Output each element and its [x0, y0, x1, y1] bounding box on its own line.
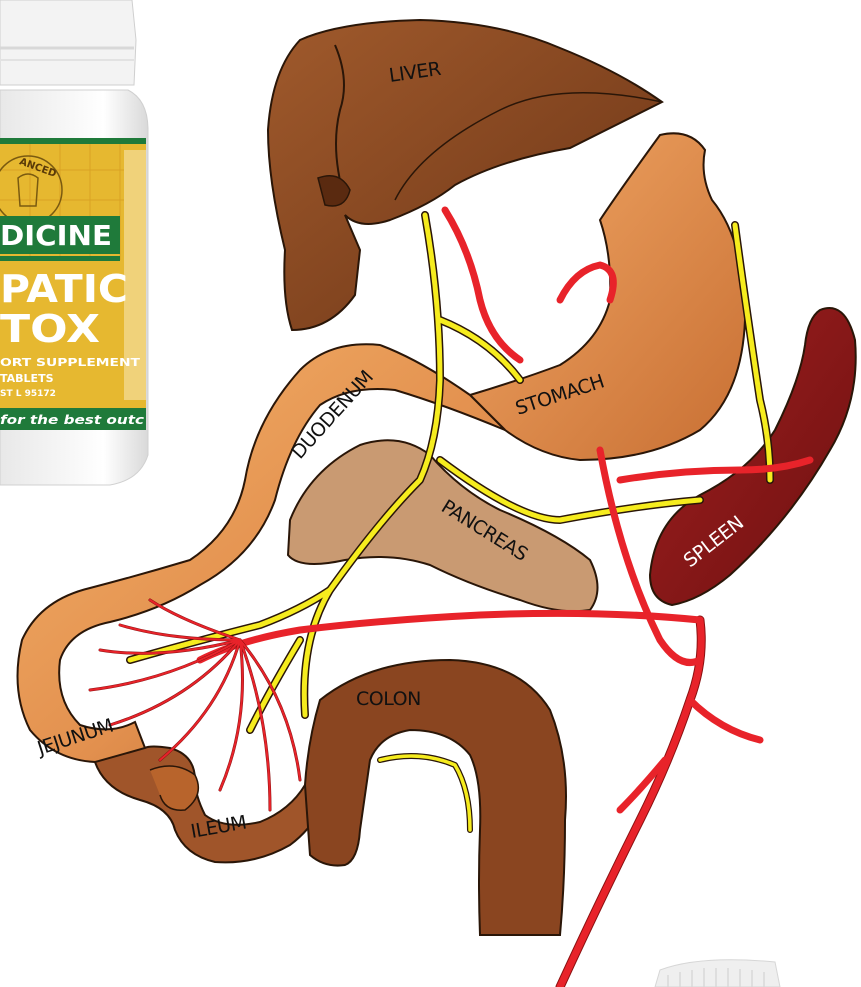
bottle-tagline: for the best outc: [0, 413, 144, 427]
ileum: [95, 747, 320, 863]
colon: [305, 660, 566, 935]
bottle-code: ST L 95172: [0, 389, 56, 399]
bottle-product-line2: TOX: [0, 307, 100, 351]
bottle-cap: [0, 0, 136, 85]
label-colon: COLON: [356, 688, 421, 710]
supplement-bottle: ANCED DICINE PATIC TOX ORT SUPPLEMENT TA…: [0, 0, 148, 485]
bottle-brand: DICINE: [0, 219, 112, 252]
bottle-product-line1: PATIC: [0, 267, 128, 311]
liver: [268, 20, 662, 330]
bottle-count: TABLETS: [0, 372, 54, 385]
bottle-cap-2: [655, 960, 780, 987]
bottle-subtitle: ORT SUPPLEMENT: [0, 356, 141, 369]
